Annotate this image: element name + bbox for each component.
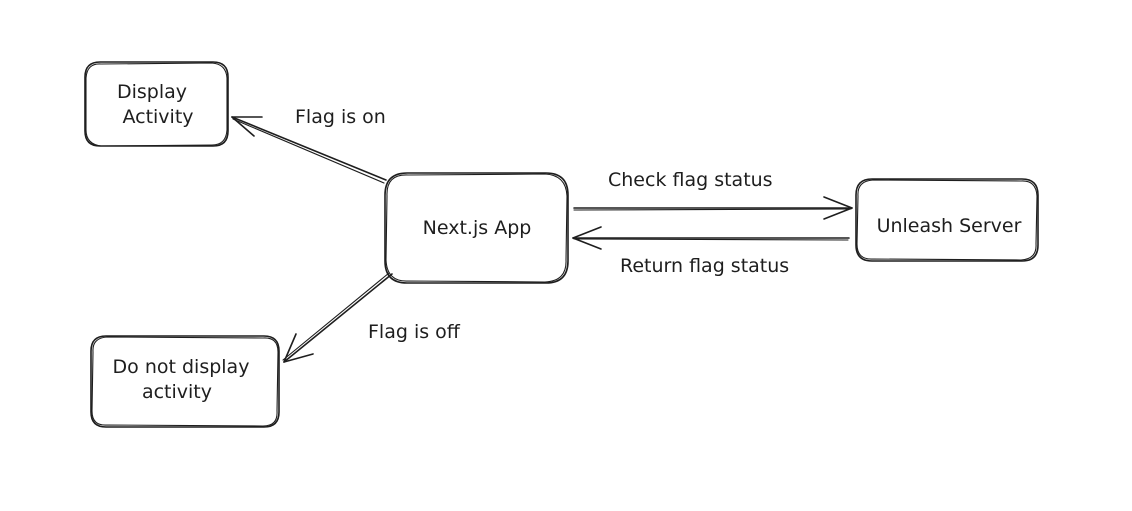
node-do-not-display-line1: Do not display: [113, 356, 250, 378]
label-check-flag-status: Check flag status: [608, 169, 773, 191]
node-display-activity: Display Activity: [84, 61, 229, 147]
node-unleash-server: Unleash Server: [855, 178, 1039, 262]
node-display-activity-line1: Display: [117, 81, 187, 103]
label-flag-off: Flag is off: [368, 321, 461, 343]
arrow-flag-off: [282, 272, 393, 363]
node-do-not-display-activity: Do not display activity: [90, 335, 280, 428]
label-flag-on: Flag is on: [295, 106, 386, 128]
node-do-not-display-line2: activity: [142, 381, 212, 403]
arrow-check-flag-status: [573, 196, 853, 220]
arrow-return-flag-status: [572, 226, 850, 250]
label-return-flag-status: Return flag status: [620, 255, 789, 277]
node-display-activity-line2: Activity: [122, 106, 193, 128]
arrow-flag-on: [231, 116, 387, 184]
node-unleash-server-label: Unleash Server: [877, 215, 1022, 237]
node-nextjs-app-label: Next.js App: [423, 217, 532, 239]
node-nextjs-app: Next.js App: [384, 172, 569, 284]
